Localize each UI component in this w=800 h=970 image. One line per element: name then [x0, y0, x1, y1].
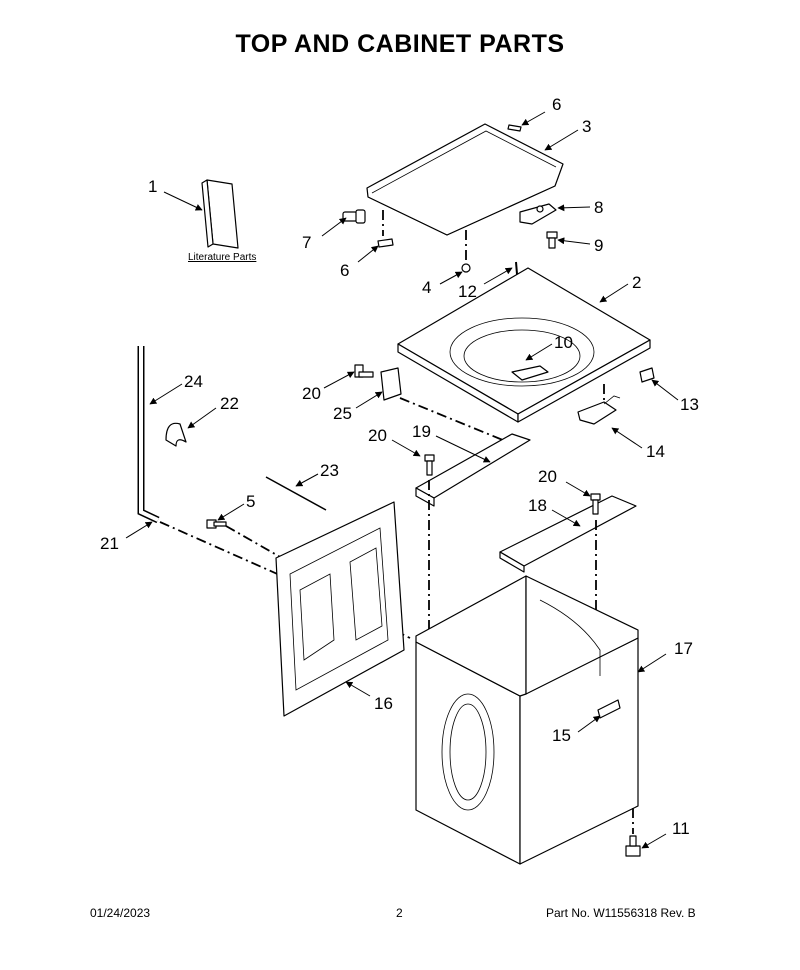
callout-11: 11 [672, 819, 690, 838]
callout-12: 12 [458, 282, 477, 301]
hinge-pin-left [342, 209, 366, 224]
bumper-part [461, 263, 471, 273]
leveling-leg-part [625, 835, 641, 857]
callout-20-upper: 20 [302, 384, 321, 403]
callout-18: 18 [528, 496, 547, 515]
callout-17: 17 [674, 639, 693, 658]
back-panel-part [275, 501, 405, 717]
callout-16: 16 [374, 694, 393, 713]
callout-3: 3 [582, 117, 591, 136]
footer-page-number: 2 [396, 906, 403, 920]
callout-21: 21 [100, 534, 119, 553]
lid-switch-clip [639, 367, 655, 383]
hinge-clip [377, 238, 394, 248]
tie-wire-part [265, 476, 327, 511]
rear-rail-part [415, 433, 531, 507]
cabinet-screw-rail [424, 454, 435, 476]
callout-6-lower: 6 [340, 261, 349, 280]
callout-24: 24 [184, 372, 203, 391]
hose-guide-part [165, 422, 187, 447]
literature-parts-label: Literature Parts [188, 252, 256, 263]
callout-10: 10 [554, 333, 573, 352]
callout-2: 2 [632, 273, 641, 292]
drain-hose-part [137, 346, 160, 524]
callout-7: 7 [302, 233, 311, 252]
callout-23: 23 [320, 461, 339, 480]
callout-19: 19 [412, 422, 431, 441]
callout-5: 5 [246, 492, 255, 511]
top-panel-part [397, 267, 651, 423]
hinge-bracket [519, 203, 557, 225]
callout-8: 8 [594, 198, 603, 217]
callout-9: 9 [594, 236, 603, 255]
dispenser-cup [511, 365, 549, 381]
callout-20-middle: 20 [368, 426, 387, 445]
callout-14: 14 [646, 442, 665, 461]
front-rail-part [499, 495, 637, 573]
lid-screw-top [507, 124, 522, 132]
lid-lock-assembly [577, 395, 621, 425]
cabinet-plug-part [597, 699, 621, 719]
callout-25: 25 [333, 404, 352, 423]
cabinet-screw-front [590, 493, 601, 515]
callout-4: 4 [422, 278, 431, 297]
cabinet-part [415, 575, 639, 865]
callout-13: 13 [680, 395, 699, 414]
back-panel-screw [206, 519, 227, 529]
callout-15: 15 [552, 726, 571, 745]
callout-6-top: 6 [552, 95, 561, 114]
callout-20-right: 20 [538, 467, 557, 486]
callout-1: 1 [148, 177, 157, 196]
hinge-screw [546, 231, 558, 249]
cabinet-screw-upper [354, 364, 374, 378]
footer-part-number: Part No. W11556318 Rev. B [546, 906, 696, 920]
callout-22: 22 [220, 394, 239, 413]
lid-part [366, 123, 564, 236]
footer-date: 01/24/2023 [90, 906, 151, 920]
literature-parts-booklet [201, 179, 239, 249]
corner-bracket-part [380, 367, 402, 401]
page-title: TOP AND CABINET PARTS [235, 30, 565, 58]
